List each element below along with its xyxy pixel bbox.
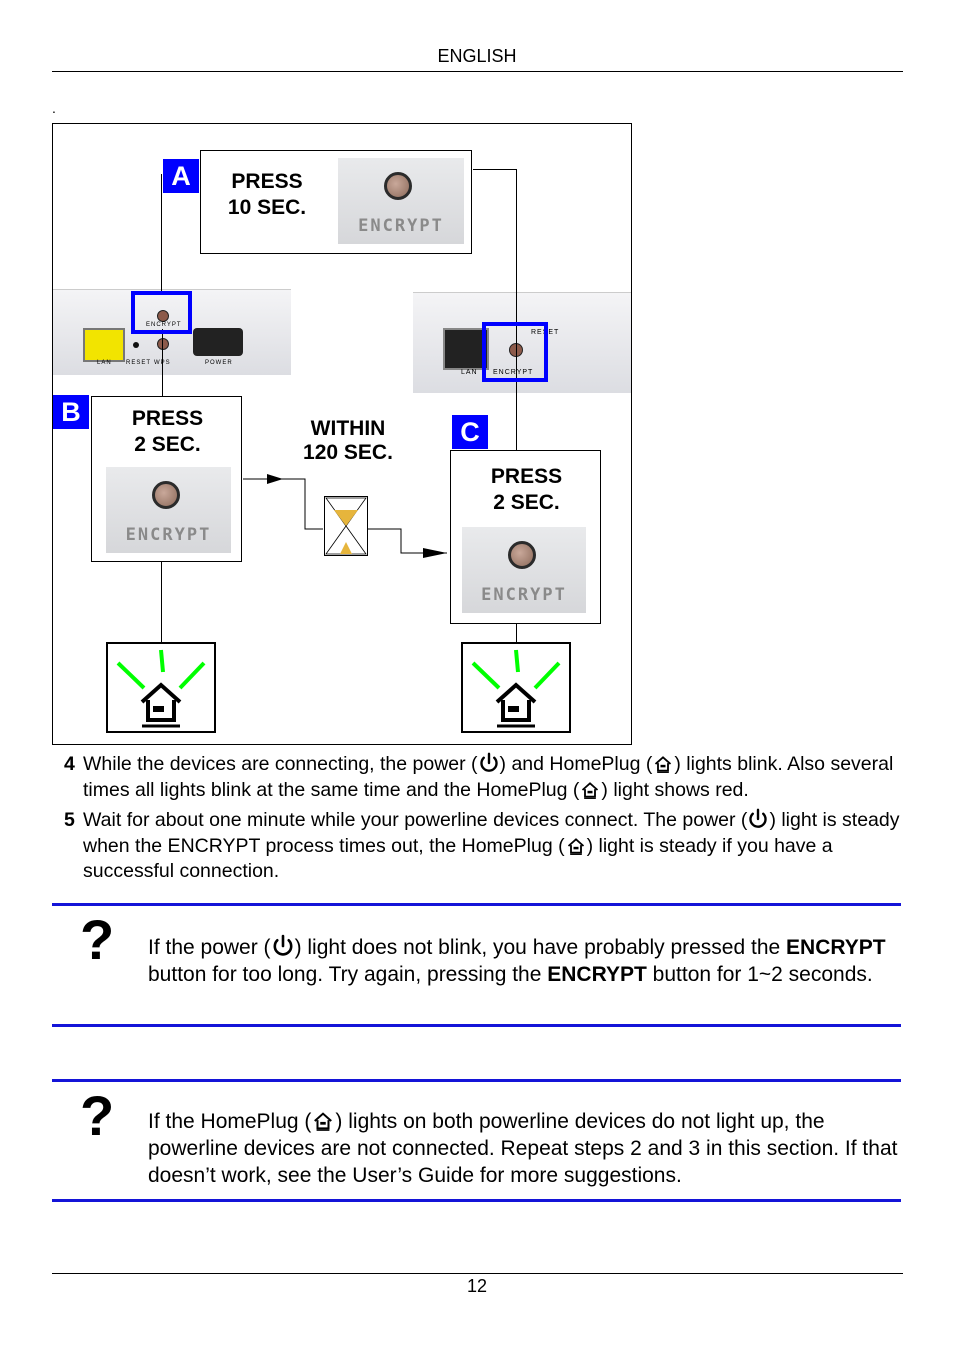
timer-arrows [243,474,447,558]
page-number: 12 [466,1276,488,1296]
step-4: 4 While the devices are connecting, the … [64,752,904,804]
note-rule [52,1199,901,1202]
step-a-badge: A [163,159,199,193]
encrypt-highlight-left [131,291,192,334]
step-b-instruction: PRESS 2 SEC. [131,407,204,456]
step-a-encrypt-tile: ENCRYPT [338,158,464,244]
connector-line [516,169,517,451]
homeplug-blink-right-icon [461,642,571,733]
header-rule [52,71,903,72]
question-mark-icon: ? [80,908,115,971]
wps-button-icon [157,338,169,350]
note-rule [52,903,901,906]
note-2-text: If the HomePlug () lights on both powerl… [148,1110,898,1187]
footer-rule [52,1273,903,1274]
device-left-encrypt-label: ENCRYPT [146,322,182,328]
homeplug-icon [579,780,601,800]
step-text: Wait for about one minute while your pow… [83,808,900,882]
power-icon [271,934,295,958]
device-left-wps-label: WPS [154,360,171,366]
step-c-box: PRESS 2 SEC. ENCRYPT [450,450,601,624]
step-b-box: PRESS 2 SEC. ENCRYPT [91,396,242,562]
step-number: 4 [64,753,75,775]
step-c-button-label: ENCRYPT [481,585,567,605]
device-left-lan-label: LAN [97,360,112,366]
stray-mark: . [52,100,56,116]
question-mark-icon: ? [80,1084,115,1147]
encrypt-button-icon [384,172,412,200]
step-a-instruction: PRESS 10 SEC. [227,170,307,219]
device-left-photo: ENCRYPT LAN RESET WPS POWER [53,289,291,375]
step-number: 5 [64,809,75,831]
homeplug-icon [565,836,587,856]
step-b-button-label: ENCRYPT [125,525,212,545]
note-rule [52,1024,901,1027]
device-left-reset-label: RESET [126,360,152,366]
step-b-badge: B [53,395,89,429]
note-1-text: If the power () light does not blink, yo… [148,934,886,986]
homeplug-icon [652,754,674,774]
device-right-encrypt-label: ENCRYPT [493,369,534,376]
step-c-badge: C [452,415,488,449]
lan-port-right-icon [443,328,489,370]
device-right-photo: RESET LAN ENCRYPT [413,292,631,393]
connector-line [473,169,516,170]
encrypt-button-icon [508,541,536,569]
encrypt-button-small-icon [157,310,169,322]
device-left-power-label: POWER [205,360,233,366]
connector-line [162,329,163,397]
device-right-lan-label: LAN [461,369,478,376]
encrypt-button-icon [152,481,180,509]
timer-text: WITHIN 120 SEC. [303,417,393,464]
step-5: 5 Wait for about one minute while your p… [64,808,904,886]
homeplug-blink-left-icon [106,642,216,733]
connector-line [161,174,162,294]
connector-line [516,623,517,643]
power-icon [478,752,500,774]
hourglass-icon [324,496,368,556]
step-b-encrypt-tile: ENCRYPT [106,467,231,553]
step-a-box: PRESS 10 SEC. ENCRYPT [200,150,472,254]
header-language: ENGLISH [437,46,517,66]
step-c-instruction: PRESS 2 SEC. [490,465,563,514]
step-c-encrypt-tile: ENCRYPT [462,527,586,613]
power-socket-icon [193,328,243,356]
reset-hole-icon [133,342,139,348]
power-icon [747,808,769,830]
step-text: While the devices are connecting, the po… [83,752,894,801]
lan-port-icon [83,328,125,362]
encrypt-diagram: ENCRYPT LAN RESET WPS POWER RESET LAN EN… [52,123,632,745]
encrypt-highlight-right [482,322,548,382]
step-a-button-label: ENCRYPT [358,216,444,236]
note-rule [52,1079,901,1082]
connector-line [161,562,162,642]
homeplug-icon [311,1110,335,1132]
